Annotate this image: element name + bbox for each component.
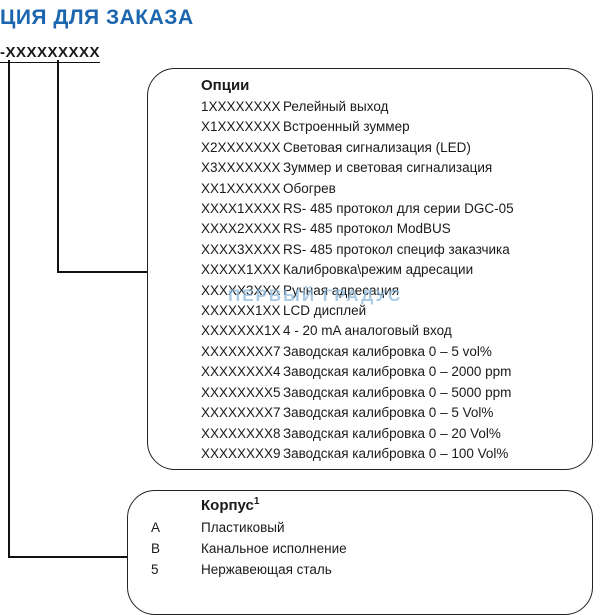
- connector-line-housing-horizontal: [8, 556, 127, 558]
- option-description: Заводская калибровка 0 – 100 Vol%: [283, 445, 509, 461]
- option-description: LCD дисплей: [283, 303, 367, 319]
- option-code: XXXXXXXX7: [201, 343, 281, 359]
- option-description: RS- 485 протокол ModBUS: [283, 221, 451, 237]
- option-code: XXXXX1XXX: [201, 262, 281, 278]
- option-code: X2XXXXXXX: [201, 139, 281, 155]
- table-row: B Канальное исполнение: [151, 538, 592, 559]
- option-code: 1XXXXXXXX: [201, 99, 281, 114]
- page-title: ЦИЯ ДЛЯ ЗАКАЗА: [0, 6, 194, 29]
- connector-line-options-vertical: [57, 60, 59, 272]
- option-description: RS- 485 протокол специф заказчика: [283, 241, 510, 257]
- housing-header-footnote: 1: [253, 496, 260, 507]
- option-code: X1XXXXXXX: [201, 119, 281, 135]
- housing-description: Канальное исполнение: [201, 541, 347, 556]
- option-description: Калибровка\режим адресации: [283, 262, 474, 278]
- option-description: Заводская калибровка 0 – 5 Vol%: [283, 405, 494, 421]
- option-code: XXXX2XXXX: [201, 221, 281, 237]
- option-description: 4 - 20 mA аналоговый вход: [283, 323, 452, 339]
- option-code: XXXXXXXX4: [201, 364, 281, 380]
- table-row: A Пластиковый: [151, 517, 592, 538]
- option-code: XXXXXX1XX: [201, 303, 281, 319]
- connector-line-options-horizontal: [57, 271, 147, 273]
- option-code: XXXX1XXXX: [201, 201, 281, 217]
- option-code: XXXXX3XXX: [201, 282, 281, 298]
- connector-line-housing-vertical: [8, 60, 10, 557]
- option-description: Заводская калибровка 0 – 5 vol%: [283, 343, 492, 359]
- option-code: X3XXXXXXX: [201, 160, 281, 176]
- option-code: XX1XXXXXX: [201, 180, 281, 196]
- option-code: XXXX3XXXX: [201, 241, 281, 257]
- option-description: Заводская калибровка 0 – 2000 ppm: [283, 364, 512, 380]
- option-code: XXXXXXXX8: [201, 425, 281, 441]
- option-description: Заводская калибровка 0 – 20 Vol%: [283, 425, 501, 441]
- option-code: XXXXXXXX9: [201, 445, 281, 461]
- option-code: XXXXXXXX7: [201, 405, 281, 421]
- option-description: Обогрев: [283, 180, 336, 196]
- table-row: 5 Нержавеющая сталь: [151, 559, 592, 580]
- option-description: RS- 485 протокол для серии DGC-05: [283, 201, 514, 217]
- product-code: -XXXXXXXXX: [0, 44, 101, 63]
- option-description: Зуммер и световая сигнализация: [283, 160, 493, 176]
- housing-code: B: [151, 541, 161, 556]
- option-code: XXXXXXX1X: [201, 323, 281, 339]
- option-description: Релейный выход: [283, 99, 389, 114]
- housing-code: 5: [151, 562, 159, 577]
- housing-description: Пластиковый: [201, 520, 285, 535]
- housing-code: A: [151, 520, 161, 535]
- option-description: Встроенный зуммер: [283, 119, 410, 135]
- housing-header-text: Корпус: [201, 497, 254, 514]
- option-description: Заводская калибровка 0 – 5000 ppm: [283, 384, 512, 400]
- option-description: Ручная адресация: [283, 282, 400, 298]
- housing-description: Нержавеющая сталь: [201, 562, 332, 577]
- housing-header: Корпус1: [201, 496, 592, 514]
- option-description: Световая сигнализация (LED): [283, 139, 471, 155]
- option-code: XXXXXXXX5: [201, 384, 281, 400]
- options-header: Опции: [201, 77, 250, 94]
